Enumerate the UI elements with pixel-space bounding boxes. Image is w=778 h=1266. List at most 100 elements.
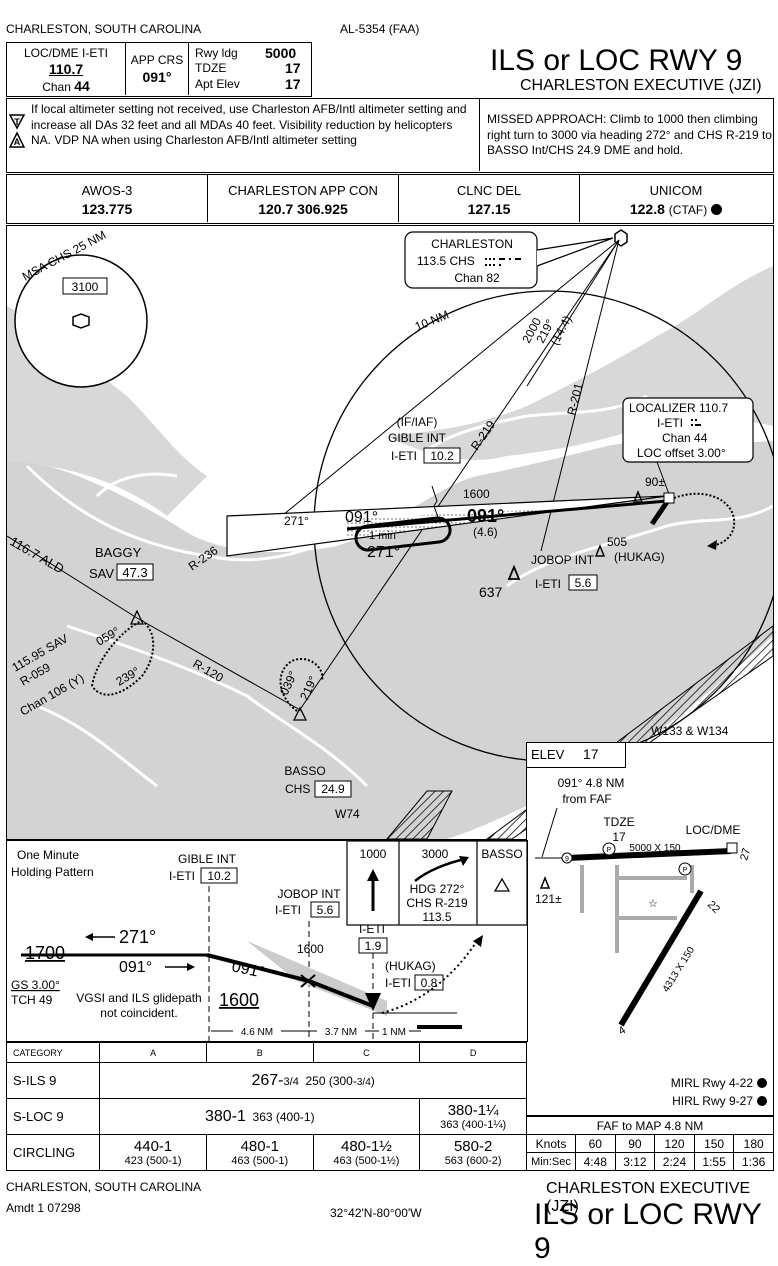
comms-box: AWOS-3 123.775 CHARLESTON APP CON 120.7 …	[6, 174, 774, 224]
hirl-pcl-icon	[757, 1096, 767, 1106]
comm-awos-label: AWOS-3	[81, 183, 133, 198]
sloc-label: S-LOC 9	[5, 1098, 101, 1135]
notes-text: If local altimeter setting not received,…	[31, 102, 467, 147]
profile-svg: One Minute Holding Pattern GIBLE INT I-E…	[11, 841, 527, 1041]
papi-marker-2-icon	[678, 862, 692, 876]
elev-value: 17	[583, 746, 599, 762]
faf-note-2: from FAF	[562, 792, 611, 806]
minimums-header-row: CATEGORY A B C D	[5, 1042, 527, 1063]
sils-sub-frac: 3/4	[356, 1076, 371, 1088]
crs-271-feather: 271°	[284, 514, 309, 528]
w74-label: W74	[335, 807, 360, 821]
footer-airport: CHARLESTON EXECUTIVE (JZI)	[546, 1180, 751, 1215]
jobop-dme: 5.6	[575, 576, 592, 590]
profile-jobop: JOBOP INT	[277, 887, 341, 901]
crs-271-hold: 271°	[367, 544, 400, 561]
obstacle-90: 90±	[645, 475, 665, 489]
gible-id: I-ETI	[391, 449, 417, 463]
localizer-id: I-ETI	[657, 416, 683, 430]
tdze-value: 17	[285, 60, 301, 76]
map-arrow-icon	[365, 993, 381, 1011]
tdze-label: TDZE	[195, 61, 227, 75]
sils-minimums: 267-3/4 250 (300-3/4)	[99, 1062, 527, 1099]
sloc-d-sub: 363 (400-1¼)	[440, 1119, 507, 1131]
faf-note-1: 091° 4.8 NM	[558, 776, 625, 790]
chart-title: ILS or LOC RWY 9	[490, 44, 743, 77]
msa-altitude: 3100	[72, 280, 99, 294]
sils-sub-end: )	[370, 1073, 375, 1088]
baggy-label: BAGGY	[95, 545, 142, 560]
cat-c: C	[312, 1042, 421, 1063]
papi-9-icon	[561, 852, 573, 864]
missed-approach-arrow	[707, 540, 717, 550]
locdme-antenna-icon	[726, 842, 738, 854]
basso-dme-box	[314, 780, 352, 798]
sloc-abc-sub: 363 (400-1)	[252, 1109, 315, 1124]
comm-app-con: CHARLESTON APP CON 120.7 306.925	[208, 175, 399, 222]
time-label: Min:Sec	[526, 1152, 576, 1171]
app-crs-cell: APP CRS 091°	[126, 43, 189, 95]
one-minute-label: 1 min	[369, 530, 396, 542]
knots-150: 150	[693, 1134, 735, 1153]
obstacle-637: 637	[479, 584, 503, 600]
basso-fix-icon	[292, 706, 308, 721]
comm-app-con-label: CHARLESTON APP CON	[228, 183, 378, 198]
hirl-label: HIRL Rwy 9-27	[672, 1094, 753, 1108]
taxiways	[580, 865, 694, 953]
profile-crs-271: 271°	[119, 927, 156, 947]
papi-marker-icon	[602, 842, 616, 856]
alt-1600: 1600	[463, 487, 490, 501]
profile-d46: 4.6 NM	[241, 1027, 273, 1038]
app-crs-value: 091°	[142, 69, 172, 85]
unicom-freq-value: 122.8	[629, 201, 665, 217]
svg-text:T: T	[14, 117, 20, 127]
jobop-id: I-ETI	[535, 577, 561, 591]
loc-label: LOC/DME I-ETI	[23, 46, 108, 60]
category-label: CATEGORY	[5, 1042, 101, 1063]
w133-label: W133 & W134	[651, 724, 729, 738]
ma-alt-1000: 1000	[360, 847, 387, 861]
circ-a-main: 440-1	[133, 1138, 173, 1155]
timing-knots-row: Knots 60 90 120 150 180	[526, 1134, 774, 1153]
chan-value: 44	[74, 78, 90, 94]
ctaf-label: (CTAF)	[668, 203, 708, 217]
circ-a-sub: 423 (500-1)	[124, 1155, 182, 1167]
profile-alt-1600: 1600	[297, 942, 324, 956]
ma-alt-3000: 3000	[422, 847, 449, 861]
rivers	[25, 394, 773, 788]
notes-box: T A If local altimeter setting not recei…	[6, 98, 774, 173]
loc-frequency: 110.7	[48, 61, 84, 77]
obstacle-90-icon	[632, 489, 644, 503]
footer-location: CHARLESTON, SOUTH CAROLINA	[6, 1180, 202, 1194]
ctaf-circle-icon	[711, 204, 723, 215]
obstacle-637-icon	[507, 564, 521, 580]
notes-symbols: T A	[9, 114, 25, 148]
svg-text:P: P	[683, 867, 688, 874]
knots-label: Knots	[526, 1134, 576, 1153]
profile-hukag-dme: 0.8	[421, 976, 438, 990]
sils-main: 267-	[251, 1071, 284, 1089]
runway-9-label: 9	[565, 856, 569, 863]
plan-view-svg: MSA CHS 25 NM 3100 10 NM CHARLESTON 113.…	[7, 228, 773, 839]
cat-d: D	[419, 1042, 527, 1063]
footer-coords: 32°42'N-80°00'W	[330, 1206, 422, 1220]
crs-091-hold: 091°	[345, 509, 378, 526]
basso-label: BASSO	[284, 764, 325, 778]
mirl-label: MIRL Rwy 4-22	[671, 1076, 754, 1090]
profile-d1: 1 NM	[382, 1027, 406, 1038]
localizer-chan: Chan 44	[662, 431, 708, 445]
holding-pattern	[354, 516, 452, 552]
comm-awos: AWOS-3 123.775	[7, 175, 208, 222]
profile-d37: 3.7 NM	[325, 1027, 357, 1038]
timing-times-row: Min:Sec 4:48 3:12 2:24 1:55 1:36	[526, 1152, 774, 1171]
runway-27-label: 27	[738, 847, 753, 862]
iaf-label: (IF/IAF)	[397, 415, 438, 429]
crs-091-final: 091°	[467, 506, 504, 526]
profile-crs-091: 091°	[119, 959, 152, 976]
charleston-name: CHARLESTON	[431, 237, 513, 251]
missed-approach-text: MISSED APPROACH: Climb to 1000 then clim…	[487, 112, 772, 157]
faf-arrow-line	[541, 807, 558, 858]
chart-id: AL-5354 (FAA)	[340, 22, 420, 36]
